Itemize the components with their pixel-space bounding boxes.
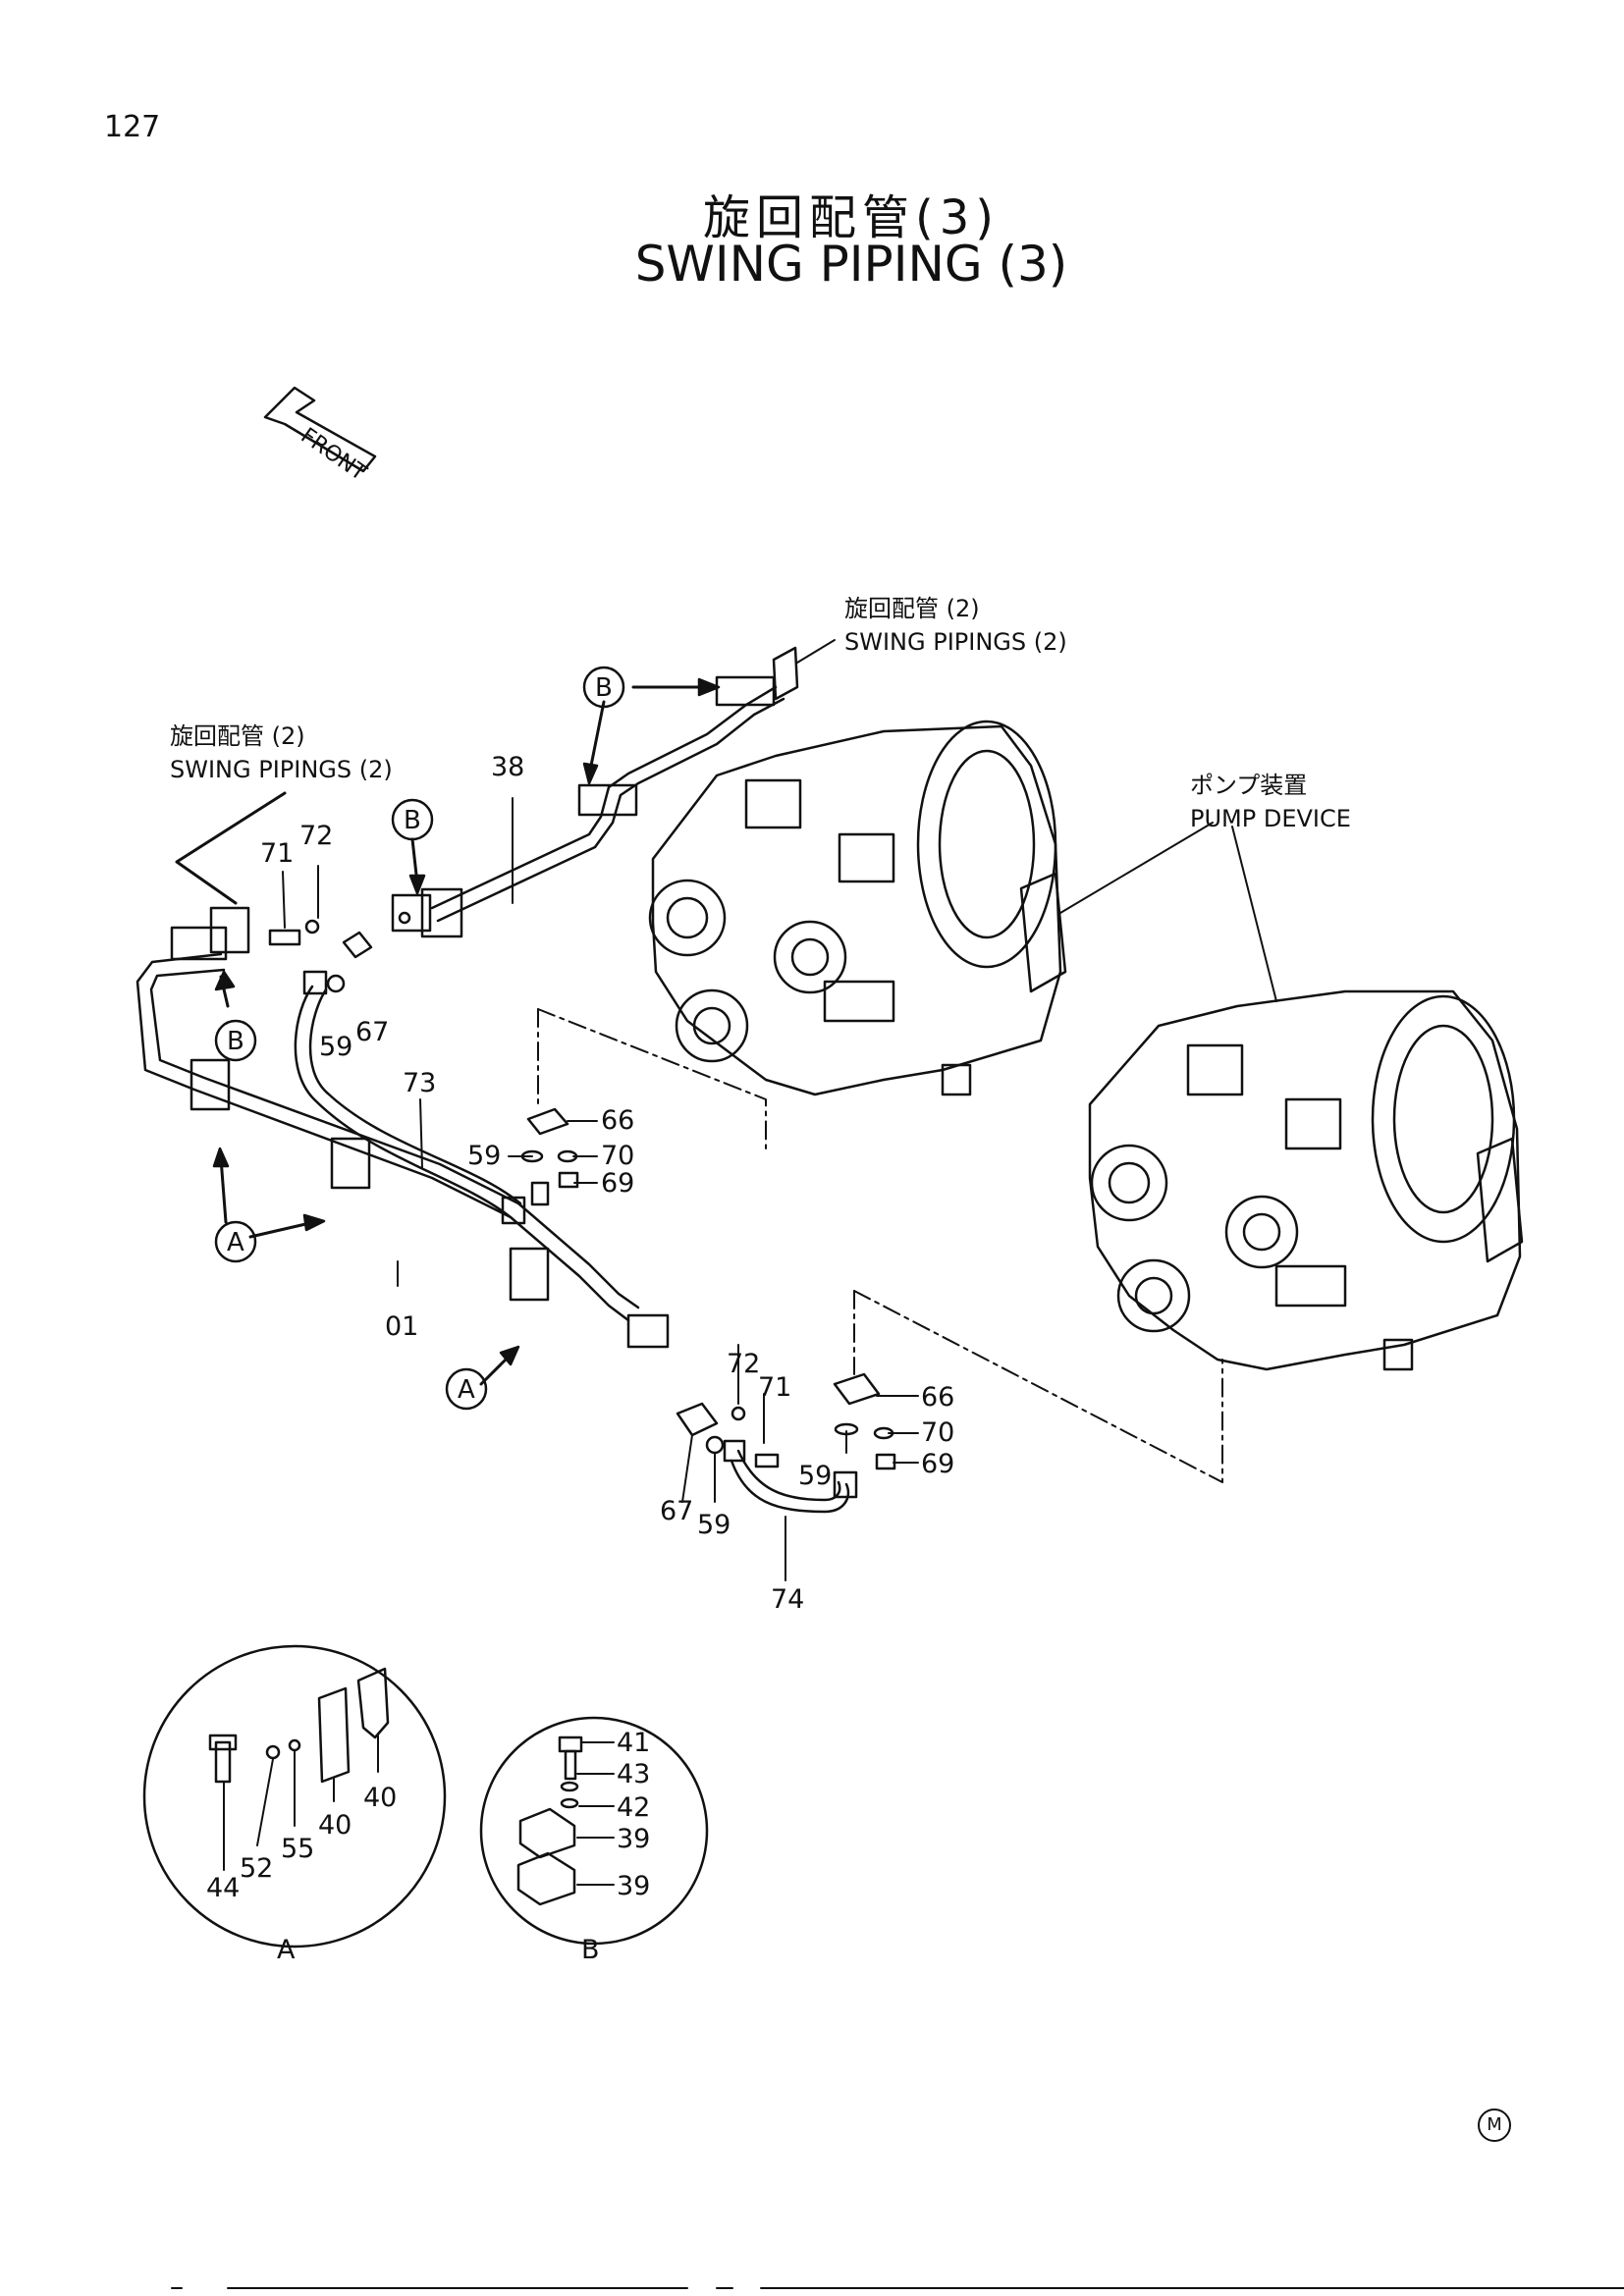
part-label-69: 69 xyxy=(921,1449,954,1479)
part-label-59: 59 xyxy=(697,1510,731,1540)
detail-a-label-44: 44 xyxy=(206,1873,240,1903)
marker-a-circle-1 xyxy=(214,1220,257,1263)
part-label-59: 59 xyxy=(467,1141,501,1171)
callout-top-left-jp: 旋回配管 (2) xyxy=(170,722,305,750)
detail-a-label-40: 40 xyxy=(363,1783,397,1813)
hose-73 xyxy=(294,970,550,1225)
page-title-english: SWING PIPING (3) xyxy=(634,236,1068,293)
part-label-72: 72 xyxy=(299,821,333,851)
detail-b xyxy=(479,1716,709,1946)
part-label-01: 01 xyxy=(385,1311,418,1342)
detail-b-label-42: 42 xyxy=(617,1792,650,1823)
hose-74 xyxy=(723,1439,858,1514)
marker-b-letter: B xyxy=(227,1027,244,1056)
part-label-72: 72 xyxy=(727,1349,760,1379)
footer-mark: M xyxy=(1478,2109,1511,2142)
part-label-69: 69 xyxy=(601,1168,634,1199)
callout-pump-jp: ポンプ装置 xyxy=(1190,772,1307,799)
marker-a-letter: A xyxy=(227,1228,244,1257)
part-label-73: 73 xyxy=(403,1068,436,1098)
page-title-japanese: 旋回配管(3) xyxy=(703,190,1000,245)
part-label-66: 66 xyxy=(921,1382,954,1413)
detail-a xyxy=(142,1644,447,1949)
detail-a-letter: A xyxy=(277,1935,296,1965)
marker-a-letter: A xyxy=(458,1375,475,1405)
detail-a-label-52: 52 xyxy=(240,1853,273,1884)
marker-b-circle-3 xyxy=(214,1019,257,1062)
part-label-66: 66 xyxy=(601,1105,634,1136)
part-label-70: 70 xyxy=(601,1141,634,1171)
marker-b-circle-2 xyxy=(391,798,434,841)
detail-b-letter: B xyxy=(581,1935,600,1965)
detail-b-label-39: 39 xyxy=(617,1824,650,1854)
callout-top-right-en: SWING PIPINGS (2) xyxy=(844,628,1067,656)
detail-b-label-43: 43 xyxy=(617,1759,650,1789)
page-number: 127 xyxy=(104,110,161,144)
front-arrow-icon: FRONT xyxy=(263,386,377,486)
part-label-38: 38 xyxy=(491,752,524,782)
part-label-67: 67 xyxy=(355,1017,389,1047)
pump-device-lower xyxy=(1088,989,1524,1371)
callout-top-right-jp: 旋回配管 (2) xyxy=(844,595,980,622)
detail-b-label-39: 39 xyxy=(617,1871,650,1901)
detail-a-label-55: 55 xyxy=(281,1834,314,1864)
part-label-70: 70 xyxy=(921,1417,954,1448)
part-label-67: 67 xyxy=(660,1496,693,1526)
marker-b-circle-1 xyxy=(582,666,625,709)
callout-top-left-en: SWING PIPINGS (2) xyxy=(170,756,393,783)
callout-pump-en: PUMP DEVICE xyxy=(1190,805,1351,832)
pipe-38 xyxy=(391,646,799,938)
detail-b-label-41: 41 xyxy=(617,1728,650,1758)
part-label-71: 71 xyxy=(260,838,294,869)
marker-b-letter: B xyxy=(404,806,421,835)
pump-device-upper xyxy=(648,720,1067,1096)
detail-a-label-40: 40 xyxy=(318,1810,352,1841)
part-label-59: 59 xyxy=(319,1032,352,1062)
marker-a-circle-2 xyxy=(445,1367,488,1411)
part-label-59: 59 xyxy=(798,1461,832,1491)
part-label-74: 74 xyxy=(771,1584,804,1615)
pipe-01 xyxy=(135,906,670,1349)
marker-b-letter: B xyxy=(595,673,613,703)
part-label-71: 71 xyxy=(758,1372,791,1403)
